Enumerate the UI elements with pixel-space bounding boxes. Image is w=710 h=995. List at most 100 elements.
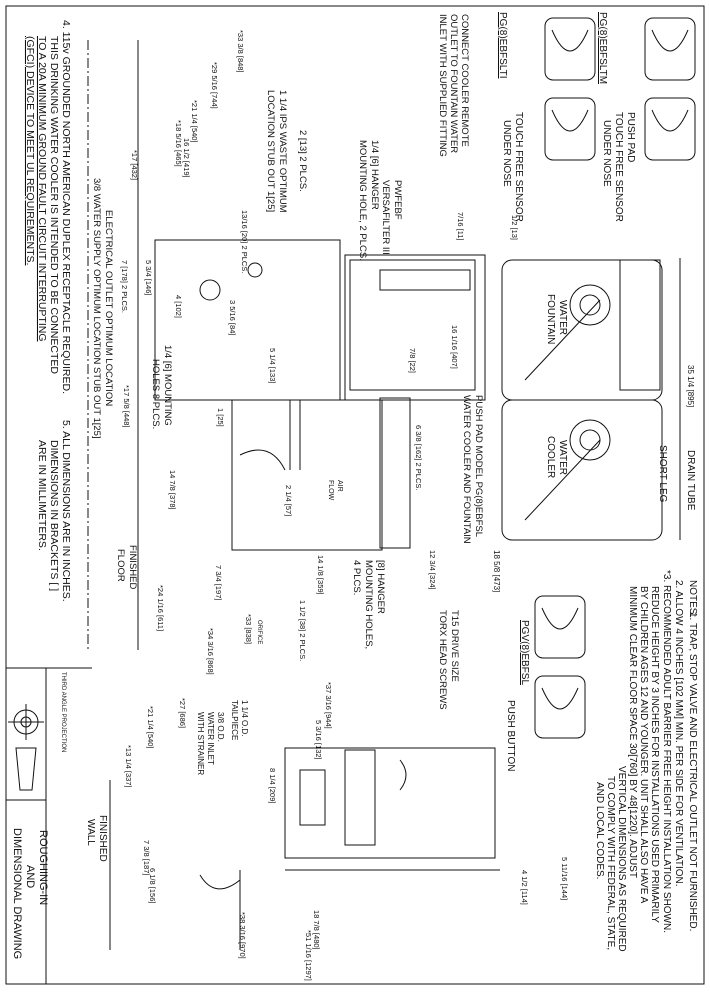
svg-text:ROUGHING-IN: ROUGHING-IN [37, 830, 49, 905]
water-inlet-label: 3/8 O.D.WATER INLETWITH STRAINER [196, 712, 225, 775]
dim: 2 1/4 [57] [284, 485, 293, 516]
push-button-label: PUSH BUTTON [505, 700, 516, 772]
cooler-unit [501, 399, 663, 541]
touch-free-sensor-label: TOUCH FREE SENSOR [613, 112, 624, 222]
push-button-model-icons [534, 595, 586, 739]
dim: *24 1/16 [611] [156, 585, 165, 631]
svg-text:TO COMPLY WITH FEDERAL, STATE,: TO COMPLY WITH FEDERAL, STATE, [605, 776, 616, 950]
svg-text:5. ALL DIMENSIONS ARE IN INCHE: 5. ALL DIMENSIONS ARE IN INCHES. [60, 420, 72, 602]
model-icons-top [544, 17, 696, 161]
water-fountain-label: WATERFOUNTAIN [545, 294, 568, 344]
dim: 5 1/4 [133] [268, 348, 277, 383]
svg-text:TO A 20A MINIMUM GROUND FAULT: TO A 20A MINIMUM GROUND FAULT CIRCUIT IN… [36, 36, 48, 342]
under-nose-label-2: UNDER NOSE [501, 120, 512, 187]
two-plcs-label: 2 [13] 2 PLCS. [297, 130, 308, 192]
svg-text:AND: AND [24, 865, 36, 888]
dim: *38 3/16 [970] [238, 912, 247, 959]
dim: 4 [102] [174, 295, 183, 318]
hanger-holes-label: 1/4 [6] HANGERMOUNTING HOLE, 2 PLCS. [357, 140, 380, 261]
svg-text:ARE IN MILLIMETERS.: ARE IN MILLIMETERS. [36, 440, 48, 551]
fountain-unit [501, 259, 663, 401]
third-angle-projection-symbol [8, 704, 44, 791]
dim: 6 3/8 [162] 2 PLCS. [414, 425, 423, 490]
dim: 14 7/8 [378] [168, 470, 177, 510]
air-flow-label: AIRFLOW [327, 480, 343, 501]
dim: 1 1/2 [38] 2 PLCS. [298, 600, 307, 661]
svg-text:BY CHILDREN AGES 12 AND YOUNGE: BY CHILDREN AGES 12 AND YOUNGER. UNIT SH… [638, 586, 649, 904]
dim: 5 3/16 [132] [314, 720, 323, 760]
svg-text:MINIMUM CLEAR FLOOR SPACE 30[7: MINIMUM CLEAR FLOOR SPACE 30[760] BY 48[… [627, 586, 638, 878]
svg-text:1. TRAP, STOP VALVE AND ELECTR: 1. TRAP, STOP VALVE AND ELECTRICAL OUTLE… [687, 612, 698, 931]
ips-waste-label: 1 1/4 IPS WASTE OPTIMUMLOCATION STUB OUT… [265, 90, 288, 213]
dim: *21 1/4 [540] [146, 706, 155, 749]
svg-text:(GFCI) DEVICE TO MEET UL REQUI: (GFCI) DEVICE TO MEET UL REQUIREMENTS. [24, 36, 36, 265]
dim-473: 18 5/8 [473] [492, 550, 501, 592]
sheet-border [5, 5, 705, 985]
notes-heading: NOTES: [687, 580, 698, 617]
hanger-4-label: [8] HANGERMOUNTING HOLES,4 PLCS. [351, 560, 386, 649]
dim: 12 3/4 [324] [428, 550, 437, 590]
dim: 7 3/8 [187] [142, 840, 151, 875]
dim: *37 3/16 [944] [324, 682, 333, 729]
dim: *51 1/16 [1297] [304, 930, 313, 981]
svg-text:*3. RECOMMENDED ADULT BARRIER: *3. RECOMMENDED ADULT BARRIER FREE HEIGH… [661, 570, 672, 933]
short-leg-label: SHORT LEG [657, 445, 668, 503]
rough-in-section [154, 239, 486, 551]
model-sensor-tm: PG(8)EBFSLTM [597, 12, 608, 84]
dim: 14 1/8 [359] [316, 555, 325, 595]
model-push-button: PGV(8)EBFSL [519, 620, 530, 685]
dimension-callouts: 1/2 [13] 7/16 [11] *33 3/8 [848] *29 5/1… [120, 30, 569, 981]
connect-cooler-label: CONNECT COOLER REMOTEOUTLET TO FOUNTAIN … [437, 14, 470, 157]
svg-text:DIMENSIONAL DRAWING: DIMENSIONAL DRAWING [11, 828, 23, 959]
pwfebf-label: PWFEBFVERSAFILTER III [380, 180, 403, 255]
side-profile-view [109, 747, 500, 950]
notes-left: 4. 115v GROUNDED NORTH AMERICAN DUPLEX R… [24, 20, 72, 602]
electrical-outlet-label: ELECTRICAL OUTLET OPTIMUM LOCATION [103, 210, 114, 406]
dim: *17 [432] [130, 150, 139, 180]
dim: 16 1/16 [407] [450, 325, 459, 369]
dim: 7 [178] 2 PLCS. [120, 260, 129, 313]
notes-block: NOTES: 1. TRAP, STOP VALVE AND ELECTRICA… [594, 570, 698, 952]
dim: 16 1/2 [419] [182, 138, 191, 178]
dim: 5 11/16 [144] [560, 857, 569, 900]
overall-width-dim: 35 1/4 [895] [686, 365, 695, 407]
dim: *17 5/8 [448] [122, 385, 131, 428]
svg-text:2. ALLOW 4 INCHES [102 MM] MIN: 2. ALLOW 4 INCHES [102 MM] MIN. PER SIDE… [673, 580, 684, 887]
svg-text:VERTICAL DIMENSIONS AS REQUIRE: VERTICAL DIMENSIONS AS REQUIRED [616, 766, 627, 952]
dim: 7 3/4 [197] [214, 565, 223, 600]
tailpiece-label: 1 1/4 O.D.TAILPIECE [230, 700, 249, 740]
dim: 1 [25] [216, 408, 225, 427]
push-pad-model-label: PUSH PAD MODEL PG(8)EBFSLWATER COOLER AN… [461, 395, 484, 544]
dim: *13 1/4 [337] [124, 745, 133, 788]
model-sensor-li: PG(8)EBFSLTI [497, 12, 508, 79]
dim: 6 1/8 [156] [148, 868, 157, 903]
dim: *34 3/16 [868] [206, 628, 215, 675]
dim: 4 1/2 [114] [520, 870, 529, 905]
dim: *29 5/16 [744] [210, 62, 219, 109]
under-nose-label: UNDER NOSE [601, 120, 612, 187]
water-supply-label: 3/8 WATER SUPPLY OPTIMUM LOCATION STUB O… [91, 178, 102, 439]
touch-free-sensor-label-2: TOUCH FREE SENSOR [513, 112, 524, 222]
dim: 3 5/16 [84] [228, 300, 237, 335]
dim: 7/8 [22] [408, 348, 417, 373]
dim: *33 3/8 [848] [236, 30, 245, 73]
dim: 18 7/8 [480] [312, 910, 321, 950]
svg-text:REDUCE HEIGHT BY 3 INCHES FOR: REDUCE HEIGHT BY 3 INCHES FOR INSTALLATI… [649, 586, 660, 923]
projection-label: THIRD ANGLE PROJECTION [60, 672, 66, 752]
orifice-label: ORIFICE [256, 620, 262, 644]
dim: *27 [686] [178, 698, 187, 728]
water-cooler-label: WATERCOOLER [545, 436, 568, 478]
dim: 7/16 [11] [456, 212, 465, 241]
torx-label: T15 DRIVE SIZETORX HEAD SCREWS [437, 610, 460, 710]
dim: 8 1/4 [209] [268, 768, 277, 803]
finished-wall-label: FINISHEDWALL [85, 815, 108, 862]
drain-tube-label: DRAIN TUBE [685, 450, 696, 511]
svg-text:4. 115v GROUNDED NORTH AMERICA: 4. 115v GROUNDED NORTH AMERICAN DUPLEX R… [60, 20, 72, 394]
finished-floor-label: FINISHEDFLOOR [115, 545, 138, 589]
dim: 5 3/4 [146] [144, 260, 153, 295]
dim: *21 1/4 [540] [190, 100, 199, 143]
title-text: ROUGHING-IN AND DIMENSIONAL DRAWING [11, 828, 49, 959]
push-pad-label-top: PUSH PAD [625, 112, 636, 162]
svg-text:DIMENSIONS IN BRACKETS [ ]: DIMENSIONS IN BRACKETS [ ] [48, 440, 60, 591]
